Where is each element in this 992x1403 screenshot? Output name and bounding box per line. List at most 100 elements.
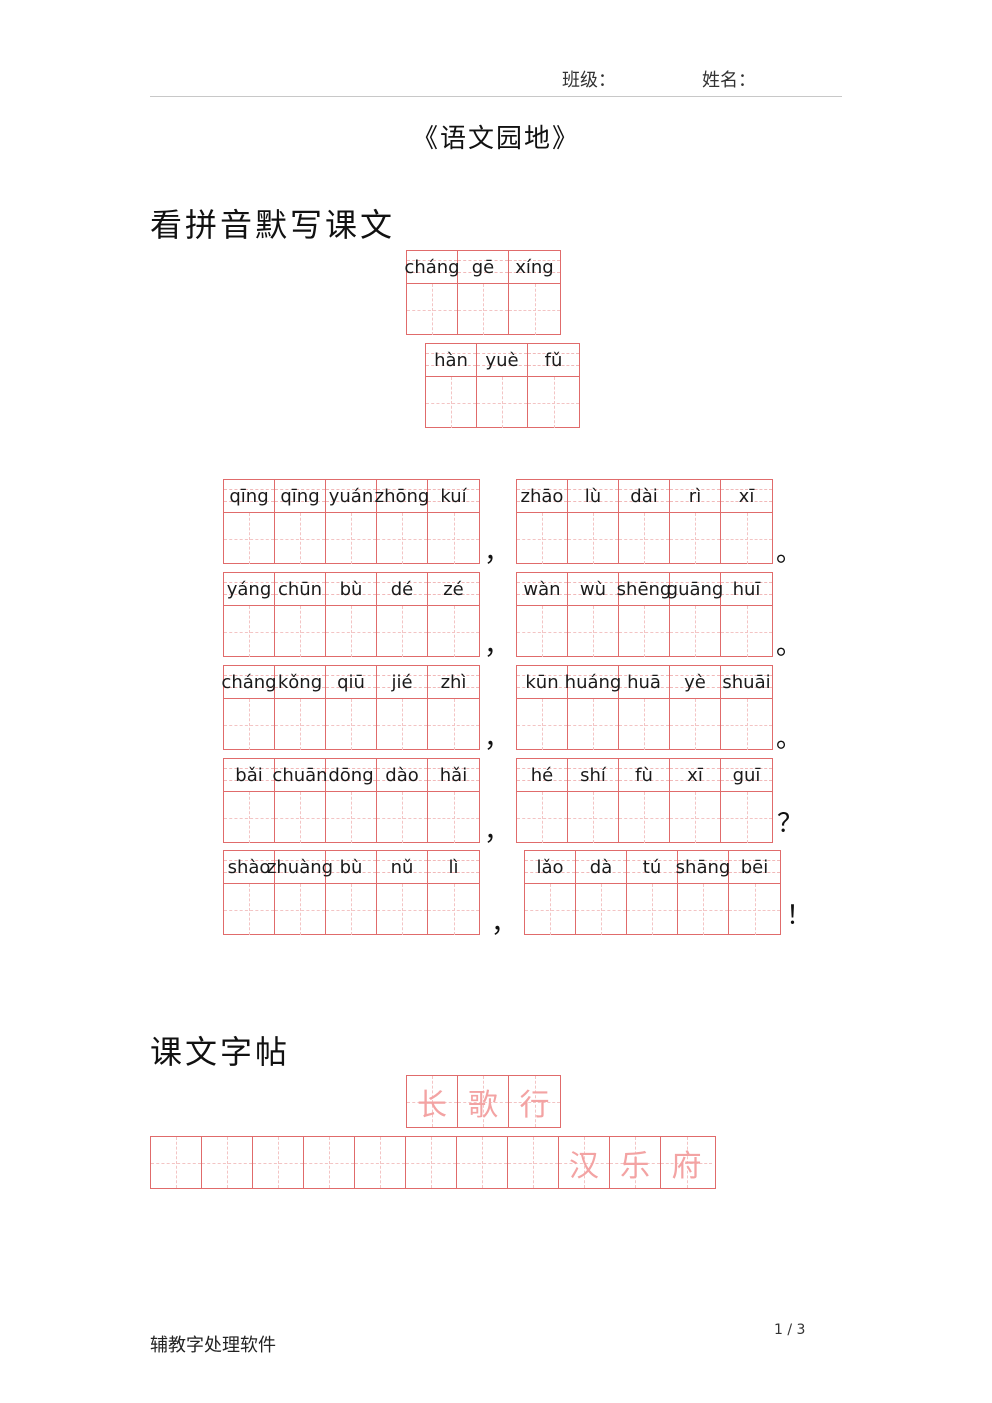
writing-cell[interactable] [377,792,428,843]
writing-cell[interactable] [619,699,670,750]
writing-cell[interactable] [670,699,721,750]
writing-cell[interactable] [275,513,326,564]
line-left-punctuation: ， [484,817,511,847]
writing-cell[interactable] [428,606,479,657]
poem-title-grid: cháng gē xíng [404,250,561,335]
pinyin-cell: rì [670,480,721,512]
writing-cell[interactable] [428,513,479,564]
writing-cell[interactable] [377,513,428,564]
pinyin-cell: qīng [224,480,275,512]
writing-cell[interactable] [224,606,275,657]
trace-char: 歌 [468,1087,498,1123]
writing-cell[interactable] [428,884,479,935]
writing-cell[interactable] [528,377,579,428]
writing-cell[interactable] [275,884,326,935]
writing-cell[interactable] [517,699,568,750]
writing-cell[interactable] [627,884,678,935]
pinyin-cell: tú [627,851,678,883]
writing-cell[interactable] [377,606,428,657]
writing-cell[interactable] [678,884,729,935]
pinyin-cell: huáng [565,666,621,698]
pinyin-text: lù [584,485,602,507]
pinyin-cell: zhōng [375,480,429,512]
pinyin-text: nǔ [390,856,414,878]
pinyin-text: zhāo [520,485,564,507]
pinyin-cell: kuí [428,480,479,512]
writing-cell[interactable] [619,792,670,843]
writing-cell[interactable] [377,884,428,935]
writing-cell[interactable] [619,606,670,657]
writing-cell[interactable] [428,792,479,843]
writing-cell[interactable] [407,284,458,335]
writing-cell[interactable] [670,606,721,657]
writing-cell[interactable] [151,1137,202,1188]
writing-cell[interactable] [326,792,377,843]
writing-cell[interactable] [275,699,326,750]
writing-cell[interactable] [326,884,377,935]
writing-cell[interactable] [224,884,275,935]
writing-cell[interactable] [224,513,275,564]
pinyin-text: wàn [523,578,561,600]
writing-cell[interactable] [458,284,509,335]
writing-cell[interactable] [253,1137,304,1188]
line-left-punctuation: ， [491,909,518,939]
pinyin-cell: chūn [275,573,326,605]
writing-cell[interactable] [508,1137,559,1188]
pinyin-text: shí [580,764,606,786]
writing-cell[interactable] [619,513,670,564]
writing-cell[interactable] [326,699,377,750]
pinyin-cell: shāng [676,851,730,883]
writing-cell[interactable] [326,606,377,657]
writing-cell[interactable] [377,699,428,750]
trace-cell[interactable]: 府 [661,1137,712,1188]
writing-cell[interactable] [721,699,772,750]
writing-cell[interactable] [568,606,619,657]
pinyin-text: chūn [277,578,323,600]
trace-cell[interactable]: 行 [509,1076,560,1127]
trace-cell[interactable]: 长 [407,1076,458,1127]
pinyin-text: xī [687,764,703,786]
writing-cell[interactable] [568,792,619,843]
writing-cell[interactable] [568,699,619,750]
writing-cell[interactable] [202,1137,253,1188]
pinyin-cell: dé [377,573,428,605]
copybook-section-title: 课文字帖 [150,1033,291,1071]
writing-cell[interactable] [517,513,568,564]
writing-cell[interactable] [721,513,772,564]
name-label: 姓名： [702,70,756,91]
writing-cell[interactable] [224,792,275,843]
pinyin-cell: huī [721,573,772,605]
writing-cell[interactable] [509,284,560,335]
writing-cell[interactable] [406,1137,457,1188]
trace-cell[interactable]: 乐 [610,1137,661,1188]
writing-cell[interactable] [426,377,477,428]
writing-cell[interactable] [477,377,528,428]
writing-cell[interactable] [568,513,619,564]
writing-cell[interactable] [670,513,721,564]
writing-cell[interactable] [224,699,275,750]
writing-cell[interactable] [275,606,326,657]
pinyin-cell: jié [377,666,428,698]
writing-cell[interactable] [721,792,772,843]
writing-cell[interactable] [304,1137,355,1188]
pinyin-cell: yè [670,666,721,698]
writing-cell[interactable] [517,606,568,657]
writing-cell[interactable] [576,884,627,935]
writing-cell[interactable] [428,699,479,750]
writing-cell[interactable] [326,513,377,564]
writing-cell[interactable] [275,792,326,843]
trace-cell[interactable]: 汉 [559,1137,610,1188]
writing-cell[interactable] [729,884,780,935]
writing-cell[interactable] [525,884,576,935]
trace-cell[interactable]: 歌 [458,1076,509,1127]
pinyin-text: zhì [440,671,467,693]
writing-cell[interactable] [721,606,772,657]
pinyin-text: dào [385,764,419,786]
writing-cell[interactable] [517,792,568,843]
writing-cell[interactable] [670,792,721,843]
pinyin-text: yuán [328,485,374,507]
pinyin-text: zhuàng [266,856,334,878]
writing-cell[interactable] [457,1137,508,1188]
writing-cell[interactable] [355,1137,406,1188]
